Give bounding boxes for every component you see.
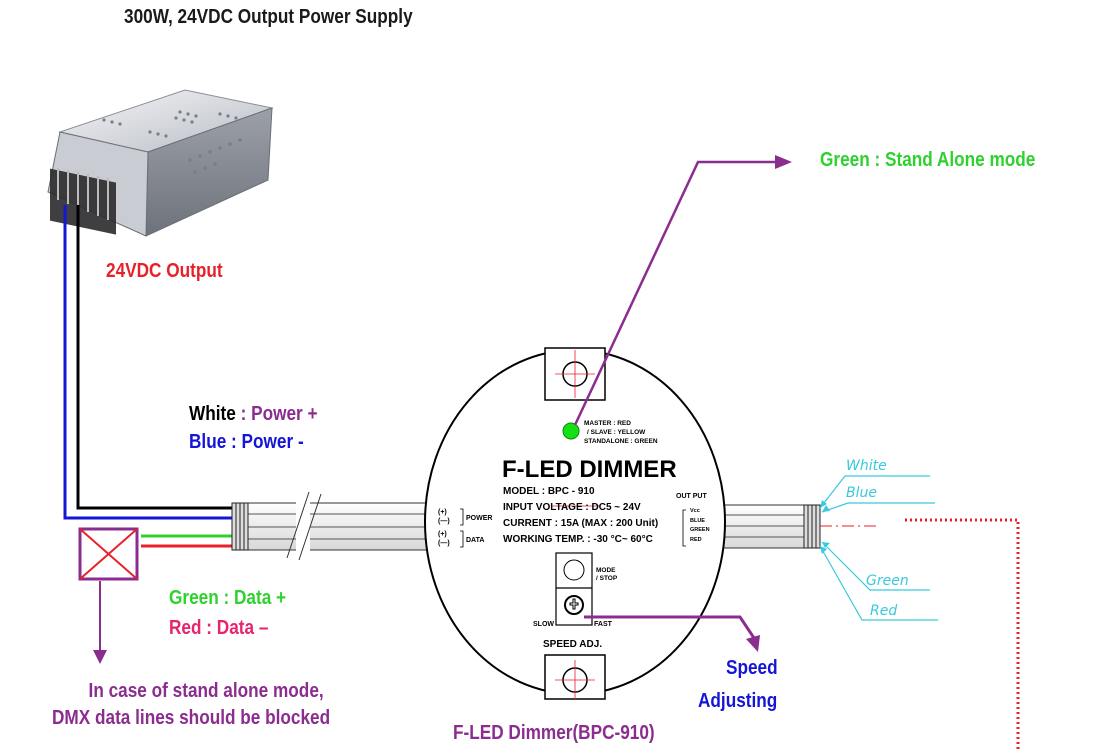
output-voltage-label: 24VDC Output <box>106 260 223 282</box>
device-working-temp: WORKING TEMP. : -30 °C~ 60°C <box>503 534 653 545</box>
dimmer-device <box>424 347 726 700</box>
output-wire-leaders <box>819 475 938 621</box>
device-model: MODEL : BPC - 910 <box>503 486 595 497</box>
mode-label: MODE <box>596 567 616 574</box>
device-input-voltage: INPUT VOLTAGE : DC5 ~ 24V <box>503 502 641 513</box>
white-wire-label: White : Power + <box>189 403 318 426</box>
data-plus-mark: (+) <box>438 531 447 538</box>
blocked-arrow-head <box>93 650 107 664</box>
blue-wire-label: Blue : Power - <box>189 431 304 453</box>
output-wire-blue: Blue <box>846 485 877 501</box>
stand-alone-note: In case of stand alone mode, DMX data li… <box>52 680 330 730</box>
white-wire-desc: Power + <box>251 403 318 425</box>
speed-pointer-line <box>584 615 756 639</box>
led-legend-slave: / SLAVE : YELLOW <box>587 429 646 436</box>
data-minus-mark: (—) <box>438 540 450 547</box>
data-label: DATA <box>466 537 484 544</box>
output-cable <box>717 504 880 549</box>
blue-power-minus-wire <box>63 205 232 520</box>
output-wire-white: White <box>846 458 887 474</box>
output-wire-green: Green <box>866 573 909 589</box>
output-pin-blue: BLUE <box>690 518 705 524</box>
led-legend-standalone: STANDALONE : GREEN <box>584 438 658 445</box>
device-name: F-LED DIMMER <box>502 456 677 483</box>
led-green-note: Green : Stand Alone mode <box>820 149 1036 171</box>
diagram-title: 300W, 24VDC Output Power Supply <box>124 6 413 28</box>
led-pointer-arrow <box>775 155 792 169</box>
output-label: OUT PUT <box>676 493 707 500</box>
stand-alone-note-line2: DMX data lines should be blocked <box>52 707 331 729</box>
stand-alone-note-line1: In case of stand alone mode, <box>88 680 324 702</box>
power-plus-mark: (+) <box>438 509 447 516</box>
slow-label: SLOW <box>533 621 554 628</box>
led-pointer-line <box>573 160 775 426</box>
speed-note-line2: Adjusting <box>698 690 778 712</box>
output-pin-vcc: Vcc <box>690 508 700 514</box>
blocked-data-symbol <box>78 527 139 581</box>
led-legend-master: MASTER : RED <box>584 420 631 427</box>
power-minus-mark: (—) <box>438 518 450 525</box>
white-power-plus-wire <box>76 205 232 510</box>
output-wire-red: Red <box>870 603 897 619</box>
device-caption: F-LED Dimmer(BPC-910) <box>453 722 655 744</box>
speed-note-line1: Speed <box>726 657 778 679</box>
fast-label: FAST <box>594 621 613 628</box>
green-wire-label: Green : Data + <box>169 587 287 609</box>
stop-label: / STOP <box>596 575 618 582</box>
white-wire-name: White <box>189 403 236 425</box>
input-cable <box>231 491 433 561</box>
red-wire-label: Red : Data – <box>169 617 269 639</box>
status-led <box>562 422 580 440</box>
output-pin-red: RED <box>690 537 702 543</box>
speed-adj-label: SPEED ADJ. <box>543 639 602 650</box>
white-wire-separator: : <box>240 403 247 425</box>
output-pin-green: GREEN <box>690 527 710 533</box>
power-label: POWER <box>466 515 492 522</box>
dotted-connection-line <box>905 518 1020 752</box>
power-supply-image <box>47 89 274 237</box>
device-current: CURRENT : 15A (MAX : 200 Unit) <box>503 518 658 529</box>
speed-pointer-arrow <box>746 635 760 652</box>
